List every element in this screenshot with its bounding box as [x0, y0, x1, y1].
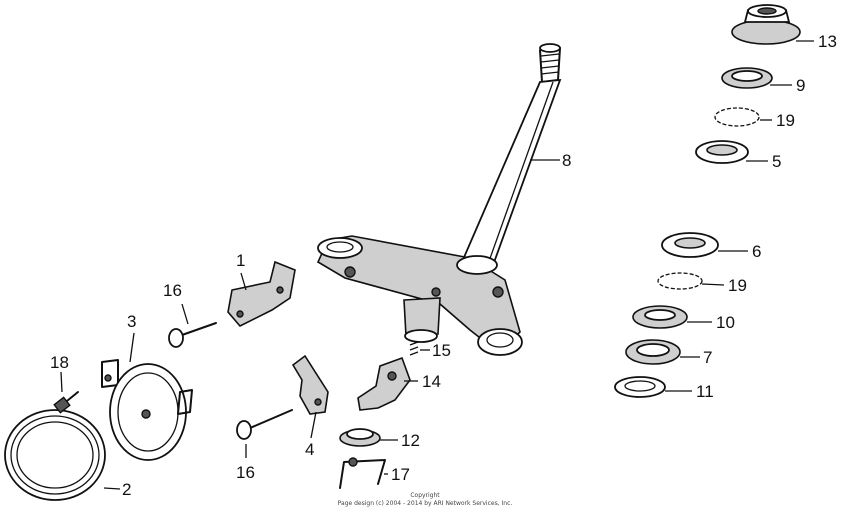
callout-11: 11 — [696, 382, 714, 401]
horn-ring-drawing — [4, 409, 106, 501]
horn-drawing — [101, 359, 193, 461]
bolt-18-drawing — [53, 391, 79, 414]
bracket-1-drawing — [227, 260, 296, 327]
callout-8: 8 — [562, 151, 571, 170]
screw-17-drawing — [339, 457, 386, 489]
callout-2: 2 — [122, 480, 131, 499]
callout-3: 3 — [127, 312, 136, 331]
lock-14-drawing — [357, 356, 411, 411]
callout-9: 9 — [796, 76, 805, 95]
bolt-16-lower-drawing — [236, 409, 293, 440]
spring-15-drawing — [409, 341, 419, 356]
cap-12-drawing — [339, 428, 381, 447]
callout-4: 4 — [305, 440, 314, 459]
callout-15: 15 — [432, 341, 451, 360]
copyright-label: Copyright — [410, 492, 440, 499]
steering-stem-drawing — [316, 43, 562, 356]
callout-6: 6 — [752, 242, 761, 261]
callout-16-upper: 16 — [163, 281, 182, 300]
callout-5: 5 — [772, 152, 781, 171]
callout-17: 17 — [391, 465, 410, 484]
callout-7: 7 — [703, 348, 712, 367]
callout-1: 1 — [236, 251, 245, 270]
callout-18: 18 — [50, 353, 69, 372]
leader-lines — [60, 40, 814, 490]
bolt-16-upper-drawing — [168, 322, 217, 348]
top-bearing-stack-drawing — [695, 4, 801, 164]
callout-19-upper: 19 — [776, 111, 795, 130]
callout-13: 13 — [818, 32, 837, 51]
bracket-4-drawing — [291, 354, 329, 415]
callout-19-lower: 19 — [728, 276, 747, 295]
copyright-notice: Page design (c) 2004 - 2014 by ARI Netwo… — [338, 500, 513, 507]
callout-14: 14 — [422, 372, 441, 391]
callout-12: 12 — [401, 431, 420, 450]
callout-10: 10 — [716, 313, 735, 332]
callout-16-lower: 16 — [236, 463, 255, 482]
bottom-bearing-stack-drawing — [614, 232, 719, 398]
